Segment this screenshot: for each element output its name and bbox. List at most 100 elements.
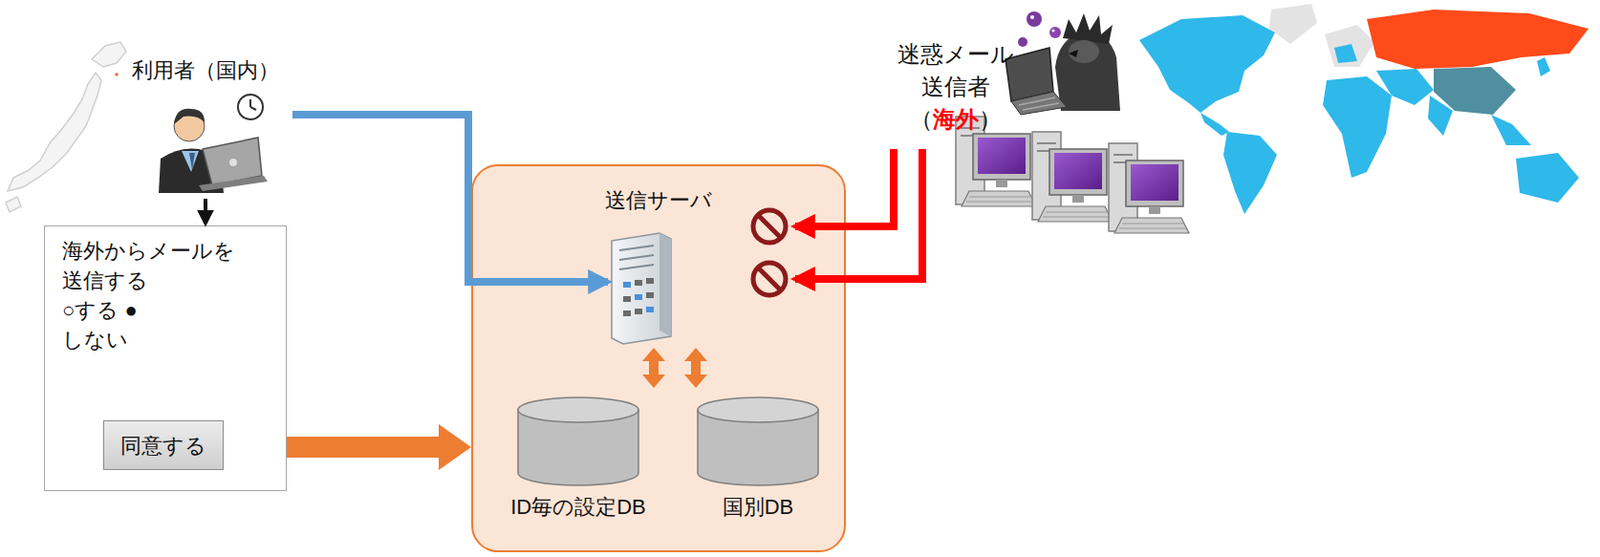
node-label: ID毎の設定DB	[510, 492, 647, 522]
spam-computers	[955, 116, 1190, 234]
world-map	[1515, 152, 1579, 203]
world-map	[1366, 9, 1589, 69]
japan-map	[91, 42, 127, 67]
hacker-illustration	[1022, 103, 1060, 110]
connector-arrow	[203, 198, 208, 224]
hacker-illustration	[1005, 11, 1121, 115]
user-icon	[173, 108, 205, 125]
consent-panel: 同意する 海外からメールを 送信する○する ●しない	[43, 225, 287, 492]
japan-map	[5, 196, 22, 213]
mail-server-icon	[634, 294, 643, 301]
world-map	[1433, 66, 1516, 115]
hacker-illustration	[1018, 97, 1056, 106]
hacker-illustration	[1052, 29, 1056, 33]
world-map	[1427, 95, 1453, 136]
prohibition-sign	[753, 262, 786, 296]
hacker-illustration	[1068, 40, 1100, 64]
hacker-illustration	[1055, 32, 1121, 111]
mail-server-icon	[623, 296, 631, 303]
mail-server-icon	[619, 255, 654, 260]
mail-server-icon	[611, 233, 671, 345]
user-icon	[250, 107, 257, 110]
node-label: 同意する	[120, 431, 207, 461]
world-map	[1376, 68, 1434, 106]
user-icon	[249, 99, 252, 108]
prohibition-sign	[757, 267, 781, 291]
db-access-arrows	[642, 347, 666, 389]
world-map	[1491, 114, 1532, 146]
spam-computers	[1032, 131, 1113, 222]
send-server-box: ID毎の設定DB 国別DB 送信サーバ	[471, 164, 846, 553]
database-cylinder	[697, 397, 819, 423]
spam-sender-node: 迷惑メール 送信者（海外）	[884, 38, 1028, 146]
user-icon	[173, 110, 205, 142]
mail-server-icon	[646, 278, 654, 284]
world-map	[1536, 57, 1551, 77]
mail-server-icon	[659, 233, 671, 337]
hacker-illustration	[1062, 13, 1113, 44]
node-text: ○する ●しない	[62, 295, 158, 355]
user-icon	[158, 94, 268, 194]
user-icon	[229, 158, 238, 167]
node-text: 海外	[932, 106, 979, 132]
world-map	[1322, 76, 1392, 178]
node-label: 迷惑メール 送信者	[893, 38, 1018, 104]
mail-server-icon	[634, 308, 643, 315]
user-icon	[202, 137, 262, 186]
hacker-illustration	[1068, 49, 1079, 58]
database-cylinder	[518, 397, 639, 423]
user-icon	[181, 151, 199, 173]
node-label: 海外からメールを 送信する	[62, 236, 254, 296]
hacker-illustration	[1030, 15, 1035, 20]
prohibition-sign	[753, 210, 786, 296]
world-map	[1200, 112, 1230, 136]
spam-computers	[955, 116, 1037, 207]
hacker-illustration	[1005, 47, 1054, 102]
user-icon	[198, 175, 268, 192]
db-access-arrows	[684, 347, 708, 389]
connector-arrow	[795, 149, 923, 280]
user-node: 利用者（国内）	[122, 55, 289, 197]
node-text: ）	[978, 106, 1002, 132]
connector-arrow	[292, 114, 608, 282]
mail-server-icon	[623, 310, 631, 317]
node-label: 国別DB	[722, 492, 795, 522]
prohibition-sign	[757, 215, 781, 238]
japan-map	[5, 42, 127, 213]
world-map	[1334, 43, 1358, 64]
world-map	[1139, 3, 1589, 215]
hacker-illustration	[1026, 11, 1042, 27]
connector-arrow	[795, 149, 894, 227]
prohibition-sign	[753, 210, 786, 243]
world-map	[1139, 15, 1276, 113]
mail-server-icon	[619, 245, 654, 251]
hacker-illustration	[1011, 91, 1067, 115]
mail-server-icon	[623, 281, 631, 288]
db-access-arrows	[642, 347, 708, 389]
mail-server-icon	[611, 233, 671, 345]
database-node: 国別DB	[681, 396, 835, 531]
world-map	[1324, 24, 1375, 67]
mail-server-icon	[646, 292, 654, 299]
node-text: （	[909, 106, 933, 132]
japan-map	[114, 72, 119, 77]
hacker-illustration	[1017, 37, 1028, 47]
user-icon	[237, 94, 263, 120]
user-icon	[189, 152, 195, 171]
mail-server-icon	[634, 280, 643, 286]
user-icon	[158, 148, 224, 194]
mail-server-icon	[619, 264, 654, 270]
world-map	[1269, 3, 1318, 44]
mail-server-icon	[646, 306, 654, 313]
japan-map	[7, 72, 102, 192]
hacker-illustration	[1049, 26, 1061, 39]
database-node: ID毎の設定DB	[500, 396, 656, 531]
connector-arrow	[286, 424, 472, 471]
node-label: 送信サーバ	[605, 185, 713, 216]
database-cylinder	[695, 396, 821, 489]
agree-button: 同意する	[103, 420, 224, 471]
